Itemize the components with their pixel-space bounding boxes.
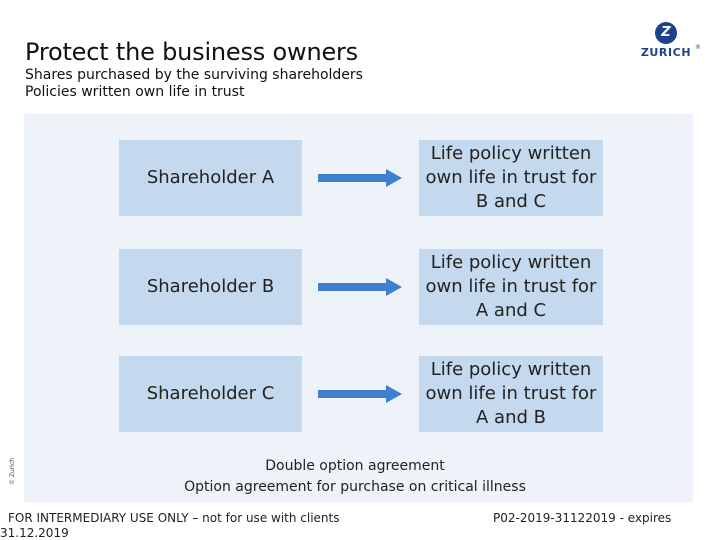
page-title: Protect the business owners: [25, 38, 358, 66]
footer-reference: P02-2019-31122019 - expires: [493, 511, 672, 525]
shareholder-b-box: Shareholder B: [119, 249, 302, 325]
policy-a-label: Life policy written own life in trust fo…: [425, 143, 597, 212]
policy-c-box: Life policy written own life in trust fo…: [419, 356, 603, 432]
policy-c-label: Life policy written own life in trust fo…: [425, 359, 597, 428]
policy-a-box: Life policy written own life in trust fo…: [419, 140, 603, 216]
right-arrow-icon: [318, 169, 402, 187]
zurich-logo-icon: Z: [655, 22, 677, 44]
policy-b-label: Life policy written own life in trust fo…: [425, 252, 597, 321]
logo-registered-mark: ®: [695, 44, 701, 51]
subtitle-line-1: Shares purchased by the surviving shareh…: [25, 67, 363, 83]
side-copyright: © Zurich: [9, 457, 16, 485]
logo-mark-letter: Z: [661, 25, 671, 40]
shareholder-c-label: Shareholder C: [146, 383, 275, 404]
policy-b-box: Life policy written own life in trust fo…: [419, 249, 603, 325]
subtitle-line-2: Policies written own life in trust: [25, 84, 245, 100]
shareholder-a-box: Shareholder A: [119, 140, 302, 216]
right-arrow-icon: [318, 278, 402, 296]
shareholder-b-label: Shareholder B: [146, 276, 275, 297]
zurich-logo: Z ZURICH ®: [636, 22, 701, 64]
shareholder-a-label: Shareholder A: [146, 167, 275, 188]
footer-disclaimer-line-1: FOR INTERMEDIARY USE ONLY – not for use …: [8, 511, 340, 525]
agreement-line-1: Double option agreement: [265, 458, 445, 474]
right-arrow-icon: [318, 385, 402, 403]
footer-disclaimer-line-2: 31.12.2019: [0, 526, 69, 540]
logo-wordmark: ZURICH: [640, 46, 692, 59]
shareholder-c-box: Shareholder C: [119, 356, 302, 432]
footer-disclaimer: FOR INTERMEDIARY USE ONLY – not for use …: [0, 511, 340, 540]
agreement-line-2: Option agreement for purchase on critica…: [184, 479, 526, 495]
